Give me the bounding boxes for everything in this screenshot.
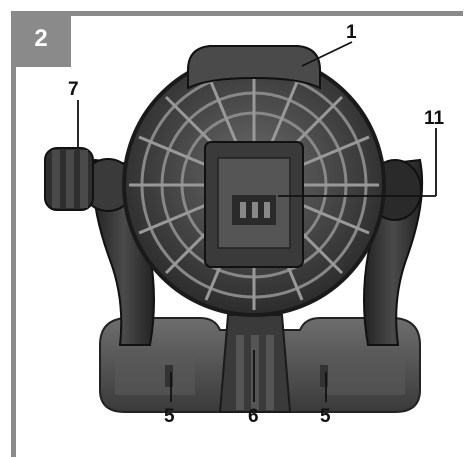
tilt-knob: [44, 147, 135, 212]
frame-left-border: [11, 11, 16, 457]
center-grip: [218, 314, 292, 413]
carry-handle: [187, 45, 321, 90]
base-foot-slot-right: [320, 365, 328, 387]
figure-number: 2: [34, 25, 48, 52]
base-foot-slot-left: [165, 365, 173, 387]
callout-11: 11: [424, 108, 445, 129]
callout-6: 6: [248, 406, 259, 427]
callout-5-left: 5: [164, 406, 175, 427]
frame-top-border: [11, 11, 463, 16]
leader-lines: [77, 41, 437, 402]
figure-number-badge: 2: [11, 11, 71, 67]
leader-line-1: [301, 41, 353, 67]
callout-1: 1: [346, 22, 357, 43]
battery-receptacle: [204, 141, 304, 268]
callout-7: 7: [68, 79, 79, 100]
callout-5-right: 5: [320, 406, 331, 427]
